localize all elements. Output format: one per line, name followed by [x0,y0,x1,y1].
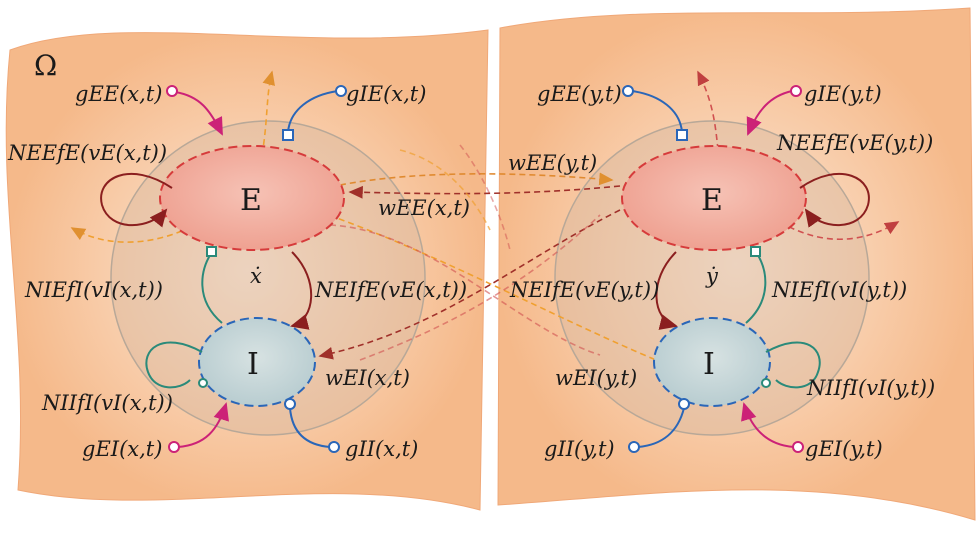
self-loop-i-left [145,341,203,389]
e-population-left [159,145,345,251]
label-n-ie-right: NIEfI(vI(y,t)) [771,278,907,302]
i-population-right [653,317,771,407]
input-ii-left [289,407,331,448]
i-node-label-right: I [703,347,715,382]
label-n-ii-left: NIIfI(vI(x,t)) [41,391,173,415]
i-node-label-left: I [247,347,259,382]
label-g-ee-left: gEE(x,t) [75,82,162,106]
input-ee-left [174,91,223,136]
label-g-ie-right: gIE(y,t) [804,82,882,106]
label-g-ei-right: gEI(y,t) [805,437,883,461]
input-ei-right [741,402,795,448]
i-to-e-left [201,251,223,324]
label-n-ei-left: NEIfE(vE(x,t)) [314,278,467,302]
e-to-i-left [290,251,313,330]
state-var-left: ẋ [250,264,262,288]
label-n-ee-left: NEEfE(vE(x,t)) [7,141,167,165]
e-population-right [621,145,807,251]
label-n-ei-right: NEIfE(vE(y,t)) [509,278,659,302]
long-range-connections [70,70,900,361]
input-ii-right [637,407,685,448]
label-w-ee-right: wEE(y,t) [508,151,597,175]
i-population-left [198,317,316,407]
label-g-ei-left: gEI(x,t) [82,437,162,461]
e-node-label-right: E [701,183,723,218]
self-loop-e-right [799,172,870,228]
column-right: E I ẏ gEE(y,t) gIE(y,t) NEEfE(vE(y,t)) N… [508,82,935,461]
sheet-divider [481,24,495,513]
input-ee-right [631,90,683,133]
label-g-ii-left: gII(x,t) [345,437,418,461]
self-loop-e-left [100,172,173,228]
label-w-ei-left: wEI(x,t) [325,366,410,390]
label-w-ee-left: wEE(x,t) [378,196,470,220]
input-ie-left [287,90,339,133]
domain-omega-label: Ω [34,49,57,82]
e-node-label-left: E [240,183,262,218]
input-ie-right [746,90,793,136]
column-left: E I ẋ gEE(x,t) gIE(x,t) NEEfE(vE(x,t)) N… [7,82,470,461]
label-n-ee-right: NEEfE(vE(y,t)) [776,131,933,155]
label-n-ii-right: NIIfI(vI(y,t)) [806,376,935,400]
label-w-ei-right: wEI(y,t) [555,366,637,390]
self-loop-i-right [765,341,821,389]
label-g-ie-left: gIE(x,t) [346,82,426,106]
label-g-ii-right: gII(y,t) [544,437,615,461]
cortical-sheet-left [5,29,489,511]
cortical-sheet-right [497,7,976,521]
i-to-e-right [745,251,767,324]
state-var-right: ẏ [705,264,719,288]
label-g-ee-right: gEE(y,t) [537,82,622,106]
input-ei-left [177,402,229,448]
label-n-ie-left: NIEfI(vI(x,t)) [24,278,163,302]
e-to-i-right [655,251,678,330]
